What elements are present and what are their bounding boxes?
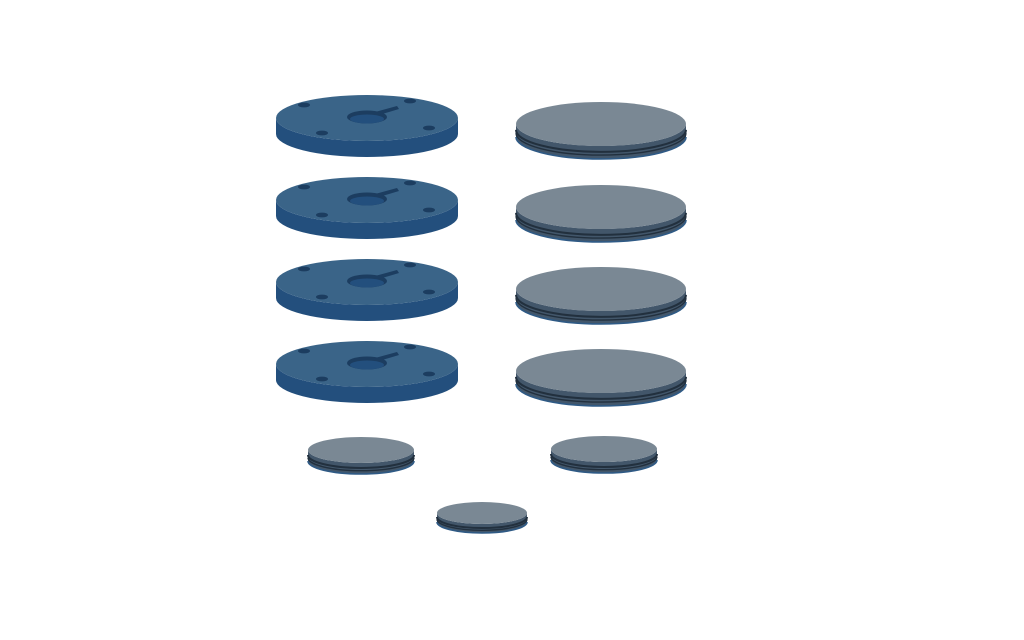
medium-disc-right-bottom-rim [550, 459, 658, 474]
large-disc-3 [515, 267, 687, 325]
medium-disc-left-top-face [308, 437, 414, 463]
medium-disc-right [550, 436, 658, 474]
flange-plate-3-key-slot [375, 270, 399, 279]
flange-plate-1-side [276, 118, 458, 157]
small-disc-bottom-side [437, 513, 527, 533]
flange-plate-4-side [276, 364, 458, 403]
flange-plate-2-key-slot [375, 188, 399, 197]
flange-plate-3-bolt-hole-2 [404, 262, 416, 268]
flange-plate-3-center-bore-inner [350, 278, 384, 288]
flange-plate-2 [276, 177, 458, 239]
flange-plate-1-bolt-hole-3 [316, 130, 328, 136]
small-disc-bottom-bottom-rim [436, 521, 528, 534]
flange-plate-3-bolt-hole-4 [423, 289, 435, 295]
large-disc-2-top-face [516, 185, 686, 229]
large-disc-4-groove-2 [515, 380, 687, 403]
large-disc-4-groove-1 [515, 376, 687, 400]
flange-plate-2-center-bore-inner [350, 196, 384, 206]
flange-plate-4 [276, 341, 458, 403]
flange-plate-4-bolt-hole-3 [316, 376, 328, 382]
medium-disc-left-side [308, 450, 414, 474]
flange-plate-1-center-bore-inner [350, 114, 384, 124]
flange-plate-4-bolt-hole-1 [298, 348, 310, 354]
medium-disc-left-groove-2 [307, 457, 415, 472]
flange-plate-2-bolt-hole-4 [423, 207, 435, 213]
medium-disc-right-groove-2 [550, 456, 658, 471]
flange-plate-4-bolt-hole-2 [404, 344, 416, 350]
large-disc-1-top-face [516, 102, 686, 146]
large-disc-1-groove-1 [515, 129, 687, 153]
large-disc-1-groove-2 [515, 133, 687, 156]
small-disc-bottom [436, 502, 528, 534]
large-disc-3-top-face [516, 267, 686, 311]
large-disc-3-groove-1 [515, 294, 687, 318]
flange-plate-2-bolt-hole-2 [404, 180, 416, 186]
flange-plate-2-bolt-hole-1 [298, 184, 310, 190]
flange-plate-3-side [276, 282, 458, 321]
flange-plate-3-bolt-hole-1 [298, 266, 310, 272]
medium-disc-left-groove-1 [307, 454, 415, 469]
medium-disc-left-bottom-rim [307, 460, 415, 475]
flange-plate-2-bolt-hole-3 [316, 212, 328, 218]
small-disc-bottom-groove-1 [436, 516, 528, 530]
flange-plate-4-bolt-hole-4 [423, 371, 435, 377]
large-disc-2-side [516, 207, 686, 242]
medium-disc-right-top-face [551, 436, 657, 462]
flange-plate-3-bolt-hole-3 [316, 294, 328, 300]
medium-disc-right-groove-1 [550, 453, 658, 468]
large-disc-2-groove-1 [515, 212, 687, 236]
large-disc-4-top-face [516, 349, 686, 393]
parts-layer [276, 95, 687, 534]
flange-plate-1-bolt-hole-2 [404, 98, 416, 104]
flange-plate-1-bolt-hole-1 [298, 102, 310, 108]
large-disc-1-side [516, 124, 686, 159]
flange-plate-3 [276, 259, 458, 321]
large-disc-2-bottom-rim [515, 219, 687, 243]
large-disc-4-bottom-rim [515, 383, 687, 407]
flange-plate-1-bolt-hole-4 [423, 125, 435, 131]
medium-disc-left [307, 437, 415, 475]
large-disc-2-groove-2 [515, 216, 687, 239]
large-disc-3-side [516, 289, 686, 324]
medium-disc-right-side [551, 449, 657, 473]
flange-plate-4-key-slot [375, 352, 399, 361]
flange-plate-2-side [276, 200, 458, 239]
small-disc-bottom-groove-2 [436, 519, 528, 531]
flange-plate-4-center-bore-inner [350, 360, 384, 370]
flange-plate-1-key-slot [375, 106, 399, 115]
large-disc-4 [515, 349, 687, 407]
large-disc-1 [515, 102, 687, 160]
large-disc-4-side [516, 371, 686, 406]
large-disc-2 [515, 185, 687, 243]
flange-plate-1 [276, 95, 458, 157]
large-disc-1-bottom-rim [515, 136, 687, 160]
small-disc-bottom-top-face [437, 502, 527, 524]
large-disc-3-groove-2 [515, 298, 687, 321]
large-disc-3-bottom-rim [515, 301, 687, 325]
